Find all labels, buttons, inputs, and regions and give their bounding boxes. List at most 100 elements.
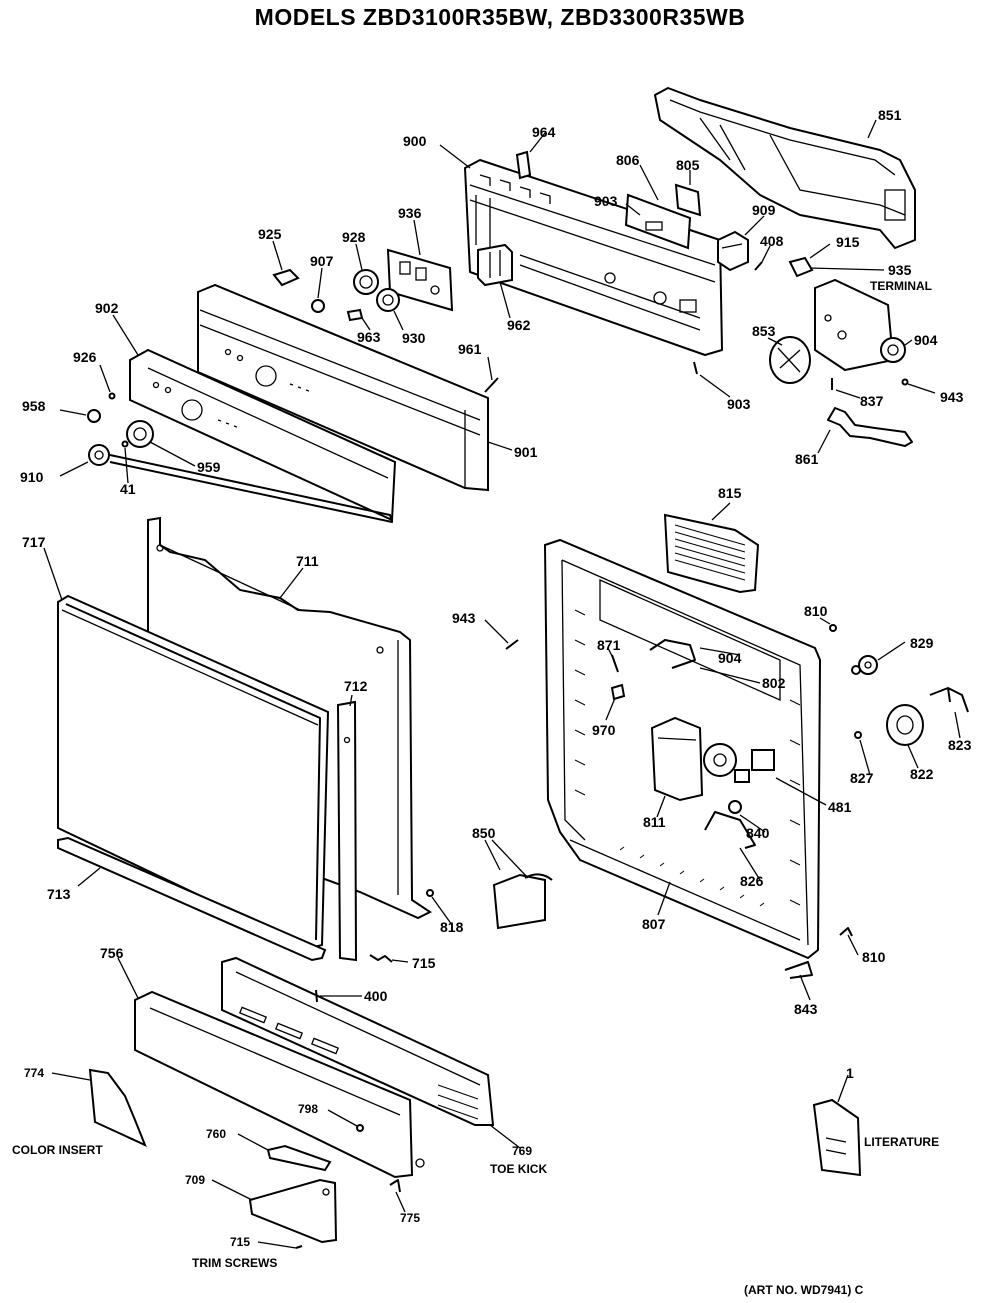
console-trim-strip — [109, 454, 393, 523]
part-805-bracket — [674, 183, 702, 217]
label-943-upper: 943 — [940, 389, 964, 405]
part-851-housing — [654, 87, 916, 249]
label-806: 806 — [616, 152, 640, 168]
part-712-side-trim — [336, 700, 358, 962]
label-terminal: TERMINAL — [870, 279, 932, 293]
label-769: 769 — [512, 1144, 532, 1158]
label-709: 709 — [185, 1173, 205, 1187]
label-807: 807 — [642, 916, 666, 932]
label-851: 851 — [878, 107, 902, 123]
label-930: 930 — [402, 330, 426, 346]
part-802-actuator — [649, 639, 696, 669]
label-literature: LITERATURE — [864, 1135, 939, 1149]
part-943-screw-middle — [505, 639, 519, 650]
label-715-lower: 715 — [230, 1235, 250, 1249]
label-928: 928 — [342, 229, 366, 245]
label-970: 970 — [592, 722, 616, 738]
label-717: 717 — [22, 534, 46, 550]
label-959: 959 — [197, 459, 221, 475]
part-769-toe-kick — [221, 956, 495, 1126]
label-840: 840 — [746, 825, 770, 841]
part-909-relay — [717, 230, 749, 272]
part-915-terminal — [788, 256, 814, 278]
label-818: 818 — [440, 919, 464, 935]
label-904-middle: 904 — [718, 650, 742, 666]
label-802: 802 — [762, 675, 786, 691]
label-925: 925 — [258, 226, 282, 242]
label-853: 853 — [752, 323, 776, 339]
label-481: 481 — [828, 799, 852, 815]
label-811: 811 — [643, 814, 666, 830]
label-toe-kick: TOE KICK — [490, 1162, 547, 1176]
label-815: 815 — [718, 485, 742, 501]
part-904-timer-motor — [814, 278, 906, 372]
label-408: 408 — [760, 233, 784, 249]
part-861-lever — [827, 407, 913, 447]
label-871: 871 — [597, 637, 621, 653]
part-408-screw — [754, 261, 763, 271]
label-861: 861 — [795, 451, 819, 467]
part-964-clip — [515, 150, 532, 180]
label-trim-screws: TRIM SCREWS — [192, 1256, 277, 1270]
part-910-knob — [88, 444, 110, 466]
part-961-pin — [484, 377, 499, 393]
label-964: 964 — [532, 124, 556, 140]
label-935: 935 — [888, 262, 912, 278]
label-823: 823 — [948, 737, 972, 753]
part-715-trim-screw — [295, 1245, 303, 1249]
part-925-clip — [272, 268, 300, 287]
part-970-clip — [610, 683, 626, 701]
label-901: 901 — [514, 444, 538, 460]
label-837: 837 — [860, 393, 884, 409]
part-717-front-door-panel — [57, 594, 330, 950]
part-958-button — [87, 409, 101, 423]
label-926: 926 — [73, 349, 97, 365]
label-829: 829 — [910, 635, 934, 651]
callout-labels: 851 964 900 806 805 903 909 408 915 935 … — [12, 107, 972, 1297]
part-903-screw — [693, 361, 698, 375]
part-715-clip — [369, 954, 393, 963]
leader-lines — [43, 119, 961, 1249]
label-961: 961 — [458, 341, 482, 357]
part-760-part — [266, 1144, 332, 1172]
label-715-upper: 715 — [412, 955, 436, 971]
label-711: 711 — [296, 553, 319, 569]
label-915: 915 — [836, 234, 860, 250]
part-826-rinse-aid — [703, 743, 737, 777]
part-774-color-insert — [88, 1068, 147, 1147]
part-928-knob — [353, 269, 379, 295]
part-798-screw — [356, 1124, 364, 1132]
part-815-vent — [663, 513, 760, 594]
part-907-button — [311, 299, 325, 313]
label-910-upper: 910 — [20, 469, 44, 485]
part-810-screw-lower — [839, 927, 853, 937]
label-713: 713 — [47, 886, 71, 902]
part-900-console-frame — [464, 159, 723, 356]
part-902-console-front — [129, 348, 397, 522]
label-909: 909 — [752, 202, 776, 218]
label-850: 850 — [472, 825, 496, 841]
part-818-screw — [426, 889, 434, 897]
page-title: MODELS ZBD3100R35BW, ZBD3300R35WB — [254, 4, 746, 30]
part-843-hinge — [784, 961, 813, 979]
label-1: 1 — [846, 1065, 854, 1081]
part-962-bracket — [477, 243, 513, 287]
part-926-screw — [108, 392, 116, 400]
part-810-screw-upper — [829, 624, 837, 632]
label-760: 760 — [206, 1127, 226, 1141]
part-943-screw-upper — [901, 378, 909, 386]
part-963-part — [346, 308, 364, 322]
label-902: 902 — [95, 300, 119, 316]
part-712-hole — [343, 736, 351, 744]
part-709-trim — [248, 1178, 338, 1244]
part-853-cam — [769, 336, 811, 384]
part-756-kick-plate — [134, 990, 425, 1179]
part-400-screw — [315, 989, 318, 1003]
part-930-knob — [376, 288, 400, 312]
part-936-switch-board — [386, 248, 454, 312]
part-1-literature — [812, 1098, 862, 1177]
part-811-dispenser — [650, 716, 704, 802]
label-904-upper: 904 — [914, 332, 938, 348]
label-712: 712 — [344, 678, 368, 694]
